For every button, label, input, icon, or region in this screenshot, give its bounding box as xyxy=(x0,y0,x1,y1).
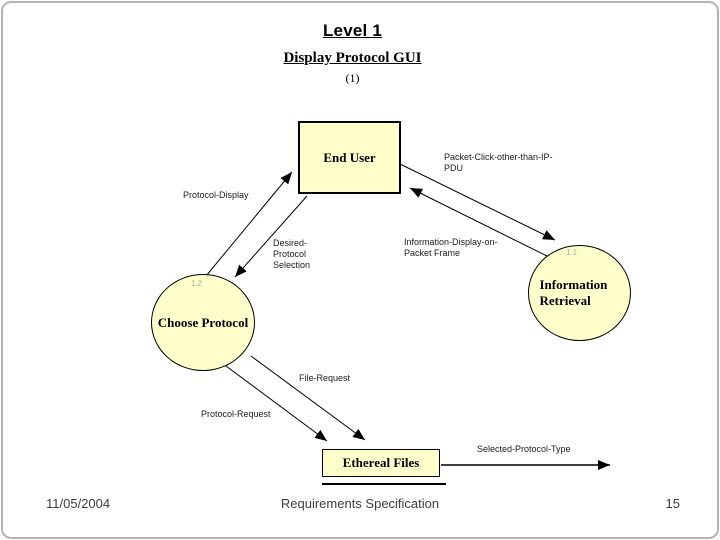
flow-label-line: Information-Display-on- xyxy=(404,237,498,247)
end-user-entity: End User xyxy=(298,121,401,194)
flow-line-information-display-on-packet-frame xyxy=(409,187,548,257)
ethereal-files-datastore-underline xyxy=(322,483,446,485)
ethereal-files-label: Ethereal Files xyxy=(342,455,420,470)
flow-label-line: Packet-Click-other-than-IP- xyxy=(444,152,553,162)
flow-label-line: Protocol xyxy=(273,249,307,259)
diagram-title: Display Protocol GUI xyxy=(283,50,422,66)
information-retrieval-process-id: 1.1 xyxy=(566,248,578,257)
flow-line-protocol-request xyxy=(225,365,328,442)
flow-line-packet-click-other-than-ip-pdu xyxy=(399,163,556,241)
footer-date: 11/05/2004 xyxy=(46,496,111,511)
information-retrieval-process: Information Retrieval xyxy=(528,245,631,341)
flow-label-line: Selection xyxy=(273,260,311,270)
flow-label-information-display-on-packet-frame: Information-Display-on- Packet Frame xyxy=(404,237,498,259)
figure-number: (1) xyxy=(345,71,360,85)
flow-line-file-request xyxy=(250,355,366,441)
flow-label-line: PDU xyxy=(444,163,464,173)
choose-protocol-process: Choose Protocol xyxy=(151,274,255,371)
choose-protocol-label: Choose Protocol xyxy=(157,314,249,330)
choose-protocol-process-id: 1.2 xyxy=(191,279,203,288)
flow-line-desired-protocol-selection xyxy=(234,195,308,278)
flow-label-file-request: File-Request xyxy=(299,373,350,384)
flow-line-protocol-display xyxy=(205,171,293,277)
flow-label-desired-protocol-selection: Desired- Protocol Selection xyxy=(273,238,310,271)
information-retrieval-label: Information Retrieval xyxy=(540,277,620,309)
flow-label-selected-protocol-type: Selected-Protocol-Type xyxy=(477,444,571,455)
end-user-label: End User xyxy=(323,149,376,165)
slide-title: Level 1 xyxy=(322,21,383,40)
flow-label-packet-click-other-than-ip-pdu: Packet-Click-other-than-IP- PDU xyxy=(444,152,553,174)
flow-label-line: Protocol-Display xyxy=(183,190,249,200)
flow-label-line: Desired- xyxy=(273,238,308,248)
footer-document-title: Requirements Specification xyxy=(280,496,440,511)
footer-page-number: 15 xyxy=(665,496,680,511)
flow-label-protocol-request: Protocol-Request xyxy=(201,409,271,420)
flow-label-line: Selected-Protocol-Type xyxy=(477,444,571,454)
information-retrieval-label-line2: Retrieval xyxy=(539,293,591,308)
information-retrieval-label-line1: Information xyxy=(539,277,608,292)
flow-label-line: Packet Frame xyxy=(404,248,461,258)
flow-label-protocol-display: Protocol-Display xyxy=(183,190,249,201)
ethereal-files-datastore: Ethereal Files xyxy=(322,449,440,477)
flow-label-line: Protocol-Request xyxy=(201,409,271,419)
flow-label-line: File-Request xyxy=(299,373,351,383)
